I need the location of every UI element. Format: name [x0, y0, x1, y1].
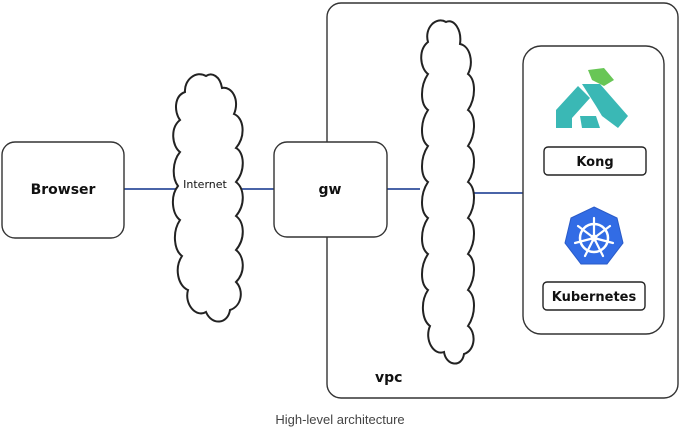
vpc-label: vpc — [375, 370, 402, 386]
kubernetes-label: Kubernetes — [552, 290, 637, 305]
kong-node — [543, 146, 647, 176]
gw-label: gw — [319, 182, 342, 198]
kubernetes-node — [542, 281, 646, 311]
browser-node — [1, 141, 125, 239]
kubernetes-helm-icon — [564, 206, 624, 265]
diagram-caption: High-level architecture — [275, 412, 405, 427]
kong-label: Kong — [576, 155, 613, 170]
gw-node — [273, 141, 388, 238]
vpc-internal-cloud — [420, 19, 475, 365]
browser-label: Browser — [31, 182, 96, 198]
internet-label: Internet — [183, 178, 227, 191]
kong-logo-icon — [556, 68, 628, 128]
internet-cloud — [172, 73, 244, 323]
